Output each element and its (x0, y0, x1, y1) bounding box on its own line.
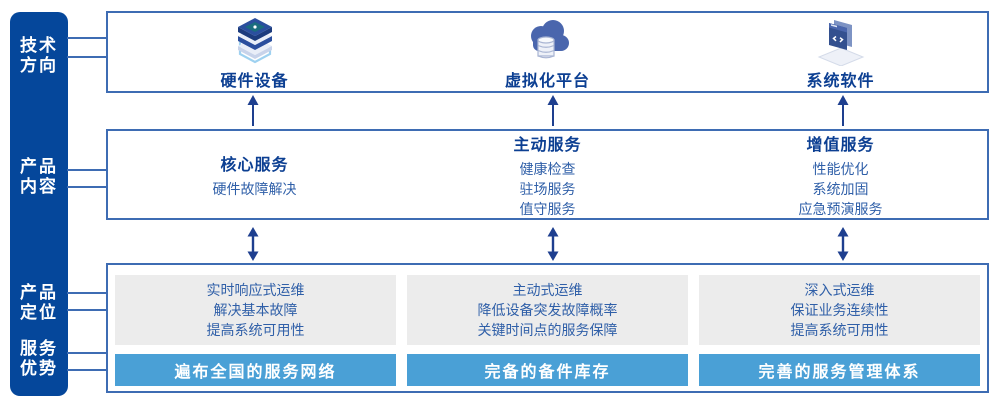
tech-item-label: 系统软件 (806, 73, 875, 90)
sidebar-label-line: 服务 (20, 339, 58, 358)
sidebar-label-line: 技术 (20, 36, 58, 55)
tech-item-hardware: 硬件设备 (108, 13, 401, 91)
sidebar: 技术 方向 产品 内容 产品 定位 服务 优势 (10, 12, 68, 396)
sidebar-label-service-advantage: 服务 优势 (10, 339, 68, 379)
connector-line (67, 37, 107, 39)
server-stack-icon (237, 18, 272, 64)
service-item: 系统加固 (812, 180, 869, 197)
service-column-core: 核心服务 硬件故障解决 (108, 131, 401, 218)
connector-line (67, 169, 107, 171)
positioning-line: 关键时间点的服务保障 (477, 322, 618, 338)
positioning-line: 实时响应式运维 (206, 282, 305, 298)
service-column-title: 核心服务 (220, 156, 289, 174)
service-column-title: 增值服务 (806, 136, 875, 154)
double-arrow-icon (836, 227, 850, 261)
tech-item-virtualization: 虚拟化平台 (401, 13, 694, 91)
service-item: 硬件故障解决 (212, 180, 297, 197)
connector-line (67, 292, 107, 294)
positioning-panel: 实时响应式运维 解决基本故障 提高系统可用性 (115, 275, 396, 345)
sidebar-label-line: 优势 (20, 359, 58, 378)
tech-item-label: 硬件设备 (220, 73, 289, 90)
service-column-value-added: 增值服务 性能优化 系统加固 应急预演服务 (694, 131, 987, 218)
positioning-line: 解决基本故障 (213, 302, 298, 318)
up-arrow-icon (836, 95, 850, 127)
sidebar-label-line: 产品 (20, 283, 58, 302)
service-column-proactive: 主动服务 健康检查 驻场服务 值守服务 (401, 131, 694, 218)
positioning-line: 保证业务连续性 (790, 302, 889, 318)
sidebar-label-product-positioning: 产品 定位 (10, 283, 68, 323)
cloud-database-icon (530, 20, 569, 59)
service-item: 值守服务 (519, 200, 576, 217)
sidebar-label-line: 方向 (20, 56, 58, 75)
tech-direction-box: 硬件设备 虚拟化平台 (106, 11, 989, 93)
positioning-column-proactive: 主动式运维 降低设备突发故障概率 关键时间点的服务保障 完备的备件库存 (407, 265, 688, 391)
positioning-line: 主动式运维 (512, 282, 583, 298)
connector-line (67, 186, 107, 188)
positioning-column-realtime: 实时响应式运维 解决基本故障 提高系统可用性 遍布全国的服务网络 (115, 265, 396, 391)
tech-item-system-software: 系统软件 (694, 13, 987, 91)
positioning-box: 实时响应式运维 解决基本故障 提高系统可用性 遍布全国的服务网络 主动式运维 降… (106, 263, 989, 393)
positioning-line: 降低设备突发故障概率 (477, 302, 618, 318)
code-window-icon (817, 20, 864, 66)
service-item: 驻场服务 (519, 180, 576, 197)
sidebar-label-line: 内容 (20, 177, 58, 196)
double-arrow-icon (246, 227, 260, 261)
up-arrow-icon (546, 95, 560, 127)
connector-line (67, 352, 107, 354)
positioning-line: 提高系统可用性 (206, 322, 305, 338)
sidebar-label-product-content: 产品 内容 (10, 157, 68, 197)
connector-line (67, 369, 107, 371)
sidebar-label-line: 定位 (20, 303, 58, 322)
advantage-banner: 遍布全国的服务网络 (115, 354, 396, 386)
service-column-title: 主动服务 (513, 136, 582, 154)
service-item: 性能优化 (812, 160, 869, 177)
up-arrow-icon (246, 95, 260, 127)
double-arrow-icon (546, 227, 560, 261)
positioning-panel: 主动式运维 降低设备突发故障概率 关键时间点的服务保障 (407, 275, 688, 345)
sidebar-label-tech-direction: 技术 方向 (10, 36, 68, 76)
positioning-line: 深入式运维 (804, 282, 875, 298)
product-content-box: 核心服务 硬件故障解决 主动服务 健康检查 驻场服务 值守服务 增值服务 性能优… (106, 129, 989, 220)
tech-item-label: 虚拟化平台 (504, 73, 590, 90)
advantage-banner: 完备的备件库存 (407, 354, 688, 386)
sidebar-label-line: 产品 (20, 157, 58, 176)
positioning-line: 提高系统可用性 (790, 322, 889, 338)
service-item: 健康检查 (519, 160, 576, 177)
connector-line (67, 309, 107, 311)
service-item: 应急预演服务 (798, 200, 883, 217)
advantage-banner: 完善的服务管理体系 (699, 354, 980, 386)
positioning-column-deep: 深入式运维 保证业务连续性 提高系统可用性 完善的服务管理体系 (699, 265, 980, 391)
connector-line (67, 56, 107, 58)
positioning-panel: 深入式运维 保证业务连续性 提高系统可用性 (699, 275, 980, 345)
